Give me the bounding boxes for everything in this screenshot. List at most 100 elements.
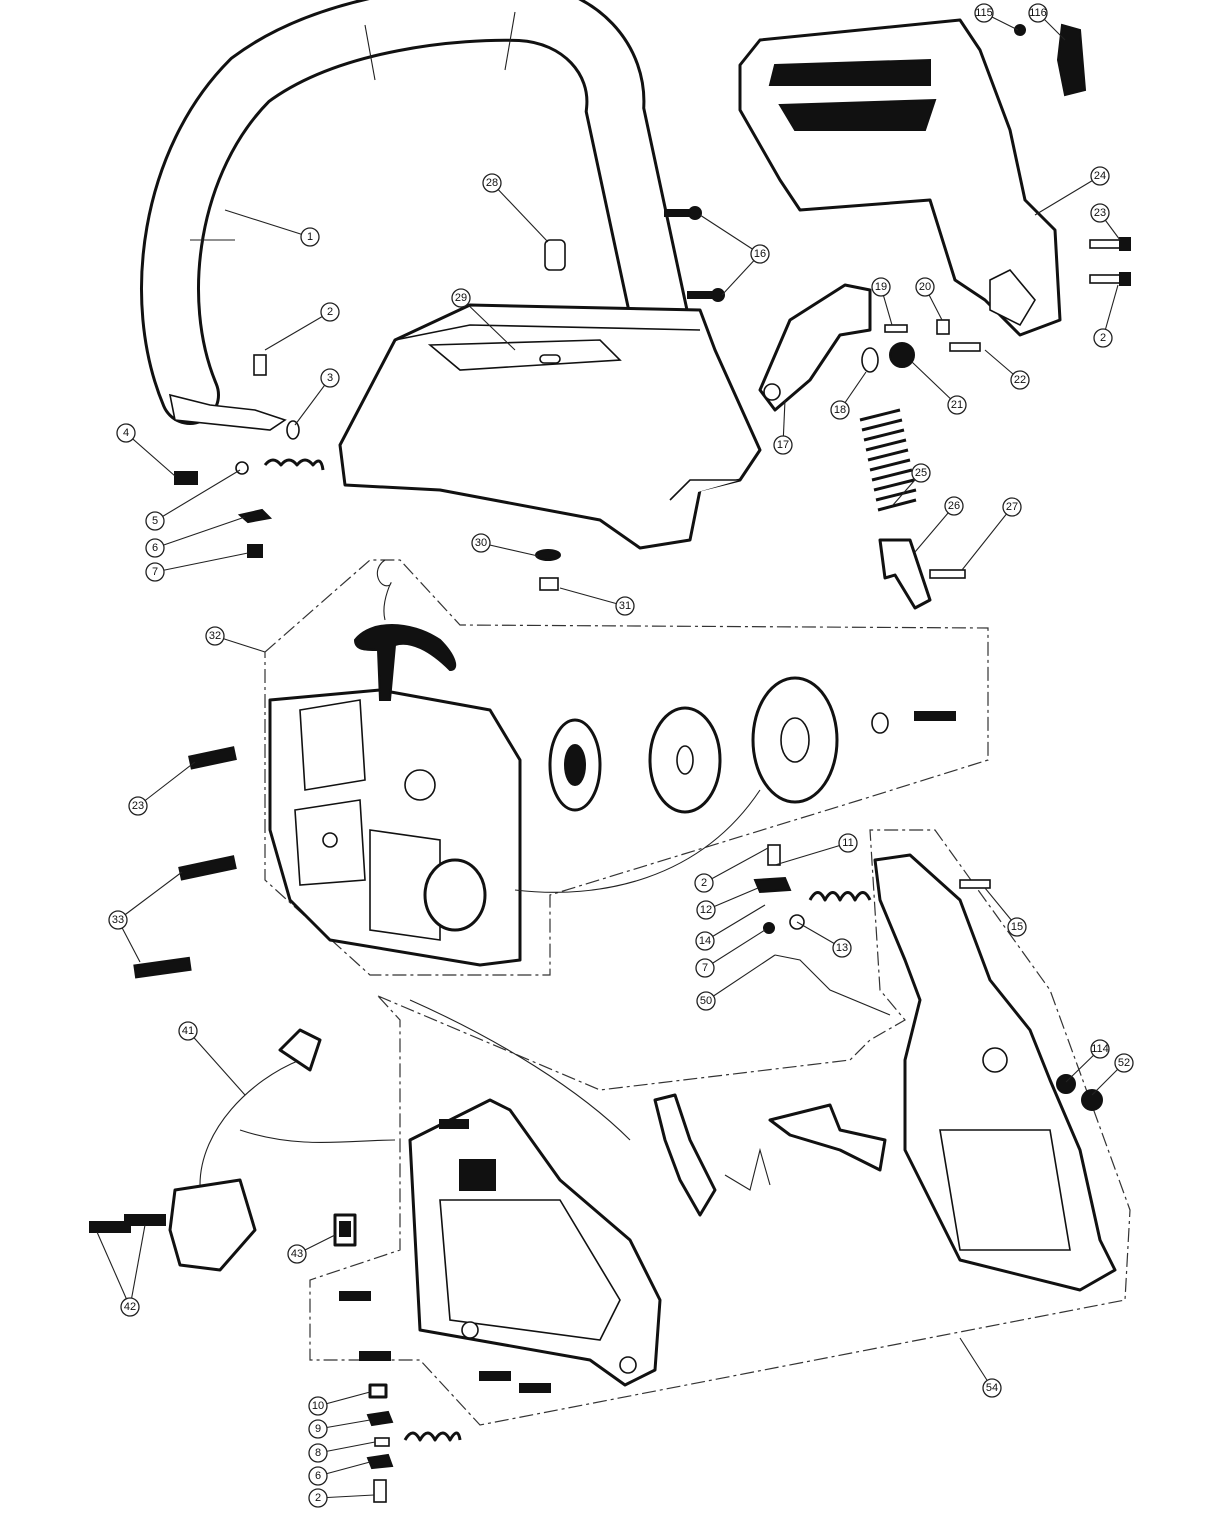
svg-text:115: 115 <box>975 7 993 19</box>
throttle-trigger-parts <box>409 999 887 1217</box>
svg-text:22: 22 <box>1014 374 1026 386</box>
chain-brake-handle <box>738 18 1062 337</box>
svg-text:25: 25 <box>915 467 927 479</box>
callout: 27 <box>961 497 1022 571</box>
brake-lever-assembly <box>758 283 981 610</box>
svg-text:50: 50 <box>700 995 712 1007</box>
callout: 32 <box>205 626 266 653</box>
handle-bolts <box>664 206 725 302</box>
callout: 10 <box>308 1391 371 1416</box>
svg-text:16: 16 <box>754 248 766 260</box>
svg-text:26: 26 <box>948 500 960 512</box>
svg-text:116: 116 <box>1029 7 1047 19</box>
callout: 41 <box>178 1021 246 1096</box>
crankcase-cover-right <box>873 853 1117 1292</box>
svg-text:43: 43 <box>291 1248 303 1260</box>
svg-text:3: 3 <box>327 372 333 384</box>
brake-bolts <box>1089 237 1131 286</box>
callouts: 1 2 3 4 5 6 7 115 116 24 23 2 19 20 22 2… <box>96 3 1134 1508</box>
callout: 31 <box>559 587 635 616</box>
callout: 4 <box>116 423 176 477</box>
svg-text:33: 33 <box>112 914 124 926</box>
callout: 28 <box>482 173 549 243</box>
callout: 19 <box>871 277 893 326</box>
svg-text:19: 19 <box>875 281 887 293</box>
callout: 12 <box>696 887 759 920</box>
svg-text:42: 42 <box>124 1301 136 1313</box>
svg-text:8: 8 <box>315 1447 321 1459</box>
callout: 30 <box>471 533 539 557</box>
screw-115 <box>1014 24 1026 36</box>
cover-fasteners <box>535 549 561 591</box>
callout: 24 <box>1034 166 1110 216</box>
callout: 1 <box>224 209 320 247</box>
svg-text:2: 2 <box>1100 332 1106 344</box>
callout: 7 <box>695 929 766 978</box>
svg-text:32: 32 <box>209 630 221 642</box>
callout: 43 <box>287 1234 336 1264</box>
starter-spring-pulley <box>514 676 956 893</box>
svg-text:18: 18 <box>834 404 846 416</box>
starter-grip <box>353 559 457 701</box>
callout: 8 <box>308 1441 376 1463</box>
svg-text:1: 1 <box>307 231 313 243</box>
callout: 16 <box>699 214 770 296</box>
callout: 115 <box>974 3 1019 31</box>
callout: 2 <box>308 1488 375 1508</box>
svg-text:24: 24 <box>1094 170 1106 182</box>
svg-text:52: 52 <box>1118 1057 1130 1069</box>
svg-text:21: 21 <box>951 399 963 411</box>
svg-text:10: 10 <box>312 1400 324 1412</box>
cover-knob <box>544 239 566 271</box>
callout: 23 <box>128 761 196 816</box>
svg-text:31: 31 <box>619 600 631 612</box>
callout: 20 <box>915 277 943 321</box>
callout: 33 <box>108 871 183 963</box>
callout: 6 <box>308 1461 371 1486</box>
svg-text:14: 14 <box>699 935 711 947</box>
callout: 6 <box>145 516 246 558</box>
callout: 114 <box>1065 1039 1110 1083</box>
svg-text:9: 9 <box>315 1423 321 1435</box>
svg-text:20: 20 <box>919 281 931 293</box>
svg-text:17: 17 <box>777 439 789 451</box>
starter-bolts <box>133 746 237 979</box>
callout: 116 <box>1028 3 1066 41</box>
bracket-116 <box>1056 23 1087 97</box>
callout: 52 <box>1091 1053 1134 1096</box>
switch-43 <box>333 1213 357 1247</box>
assembly-boundaries <box>264 559 1131 1426</box>
svg-text:4: 4 <box>123 427 129 439</box>
callout: 2 <box>1093 284 1119 348</box>
svg-text:15: 15 <box>1011 921 1023 933</box>
callout: 11 <box>774 833 858 866</box>
svg-text:6: 6 <box>152 542 158 554</box>
callout: 25 <box>892 463 931 506</box>
top-cover <box>338 303 762 550</box>
svg-text:23: 23 <box>1094 207 1106 219</box>
callout: 18 <box>830 371 867 420</box>
svg-text:2: 2 <box>315 1492 321 1504</box>
callout: 14 <box>695 904 766 951</box>
svg-text:12: 12 <box>700 904 712 916</box>
svg-text:2: 2 <box>701 877 707 889</box>
bolt-15 <box>959 879 991 889</box>
callout: 42 <box>96 1224 146 1317</box>
svg-text:54: 54 <box>986 1382 998 1394</box>
callout: 2 <box>694 847 769 893</box>
throttle-spring-parts <box>753 844 891 1016</box>
callout: 54 <box>959 1337 1002 1398</box>
svg-text:11: 11 <box>842 837 853 849</box>
crankcase-cover-left <box>339 1098 662 1393</box>
callout: 21 <box>911 361 967 415</box>
callout: 22 <box>984 349 1030 390</box>
callout: 26 <box>914 496 964 553</box>
callout: 17 <box>773 399 793 455</box>
callout: 9 <box>308 1419 371 1439</box>
front-handle-bar <box>140 0 690 431</box>
svg-text:28: 28 <box>486 177 498 189</box>
callout: 2 <box>264 302 340 351</box>
callout: 15 <box>984 887 1027 937</box>
callout: 23 <box>1090 203 1121 241</box>
